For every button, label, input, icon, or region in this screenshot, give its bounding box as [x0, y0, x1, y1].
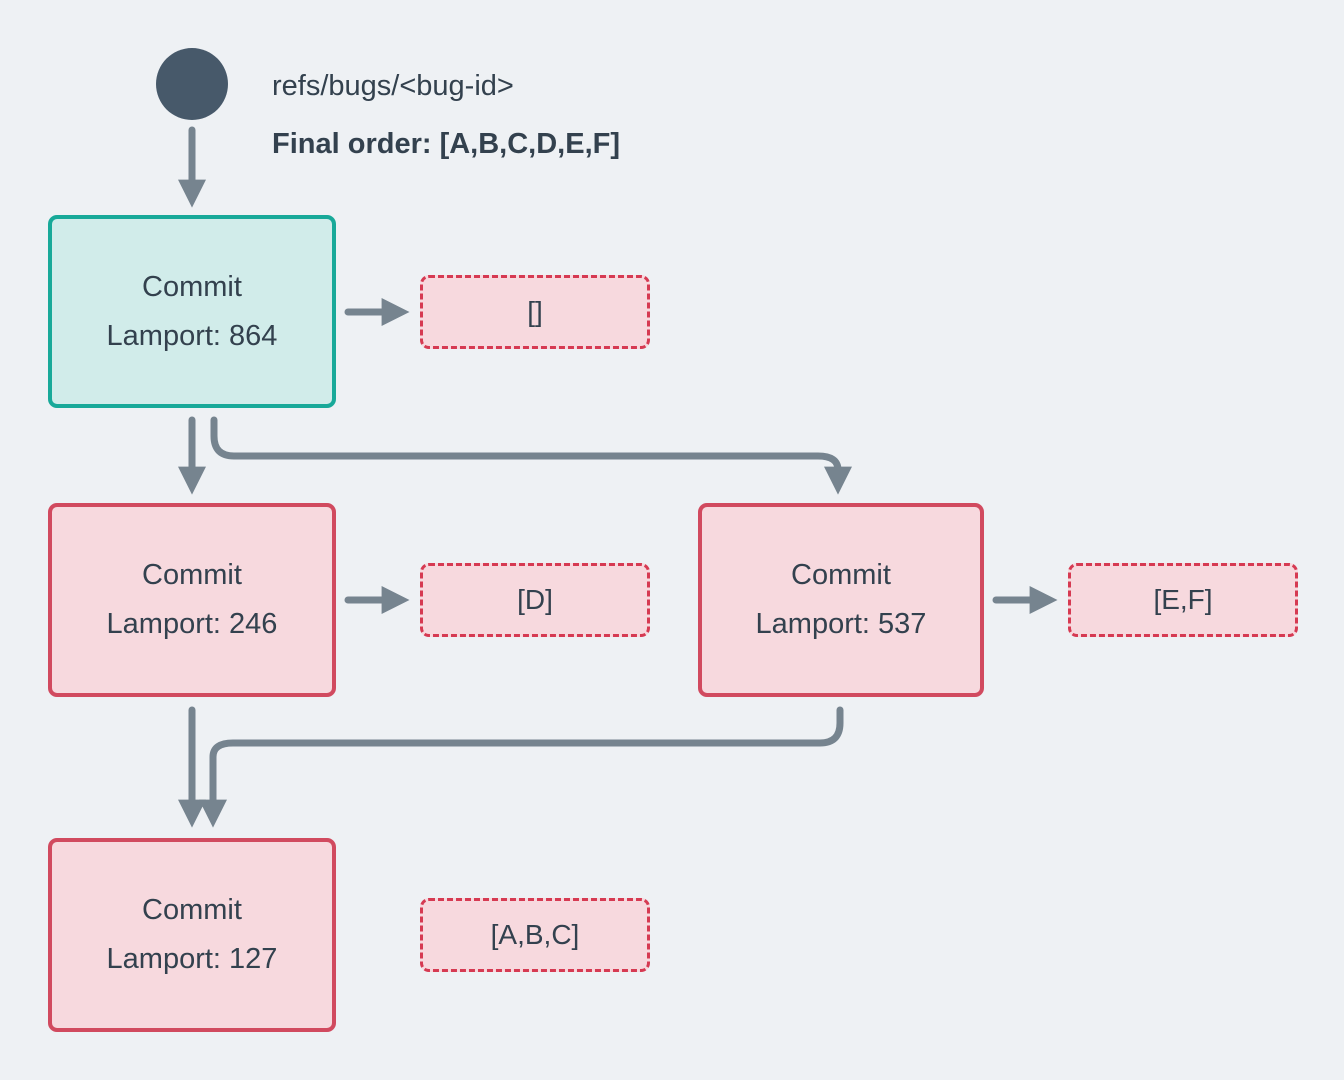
commit-node-537: Commit Lamport: 537 [698, 503, 984, 697]
payload-label: [A,B,C] [490, 919, 580, 950]
payload-box-empty: [] [420, 275, 650, 349]
payload-label: [] [527, 296, 543, 327]
payload-label: [E,F] [1153, 584, 1213, 615]
payload-box-d: [D] [420, 563, 650, 637]
edge-864-to-537 [210, 416, 852, 495]
commit-title: Commit [142, 270, 242, 303]
commit-title: Commit [791, 559, 891, 592]
payload-box-ef: [E,F] [1068, 563, 1298, 637]
payload-box-abc: [A,B,C] [420, 898, 650, 972]
payload-label: [D] [517, 584, 553, 615]
commit-node-864: Commit Lamport: 864 [48, 215, 336, 408]
edge-537-to-127 [199, 706, 844, 828]
commit-node-127: Commit Lamport: 127 [48, 838, 336, 1032]
commit-title: Commit [142, 559, 242, 592]
commit-lamport: Lamport: 537 [755, 608, 927, 640]
ref-name-label: refs/bugs/<bug-id> [272, 70, 514, 102]
commit-node-246: Commit Lamport: 246 [48, 503, 336, 697]
final-order-label: Final order: [A,B,C,D,E,F] [272, 128, 620, 160]
commit-lamport: Lamport: 246 [106, 608, 278, 640]
commit-title: Commit [142, 894, 242, 927]
commit-lamport: Lamport: 127 [106, 943, 278, 975]
commit-lamport: Lamport: 864 [106, 319, 278, 352]
ref-head-circle [156, 48, 228, 120]
